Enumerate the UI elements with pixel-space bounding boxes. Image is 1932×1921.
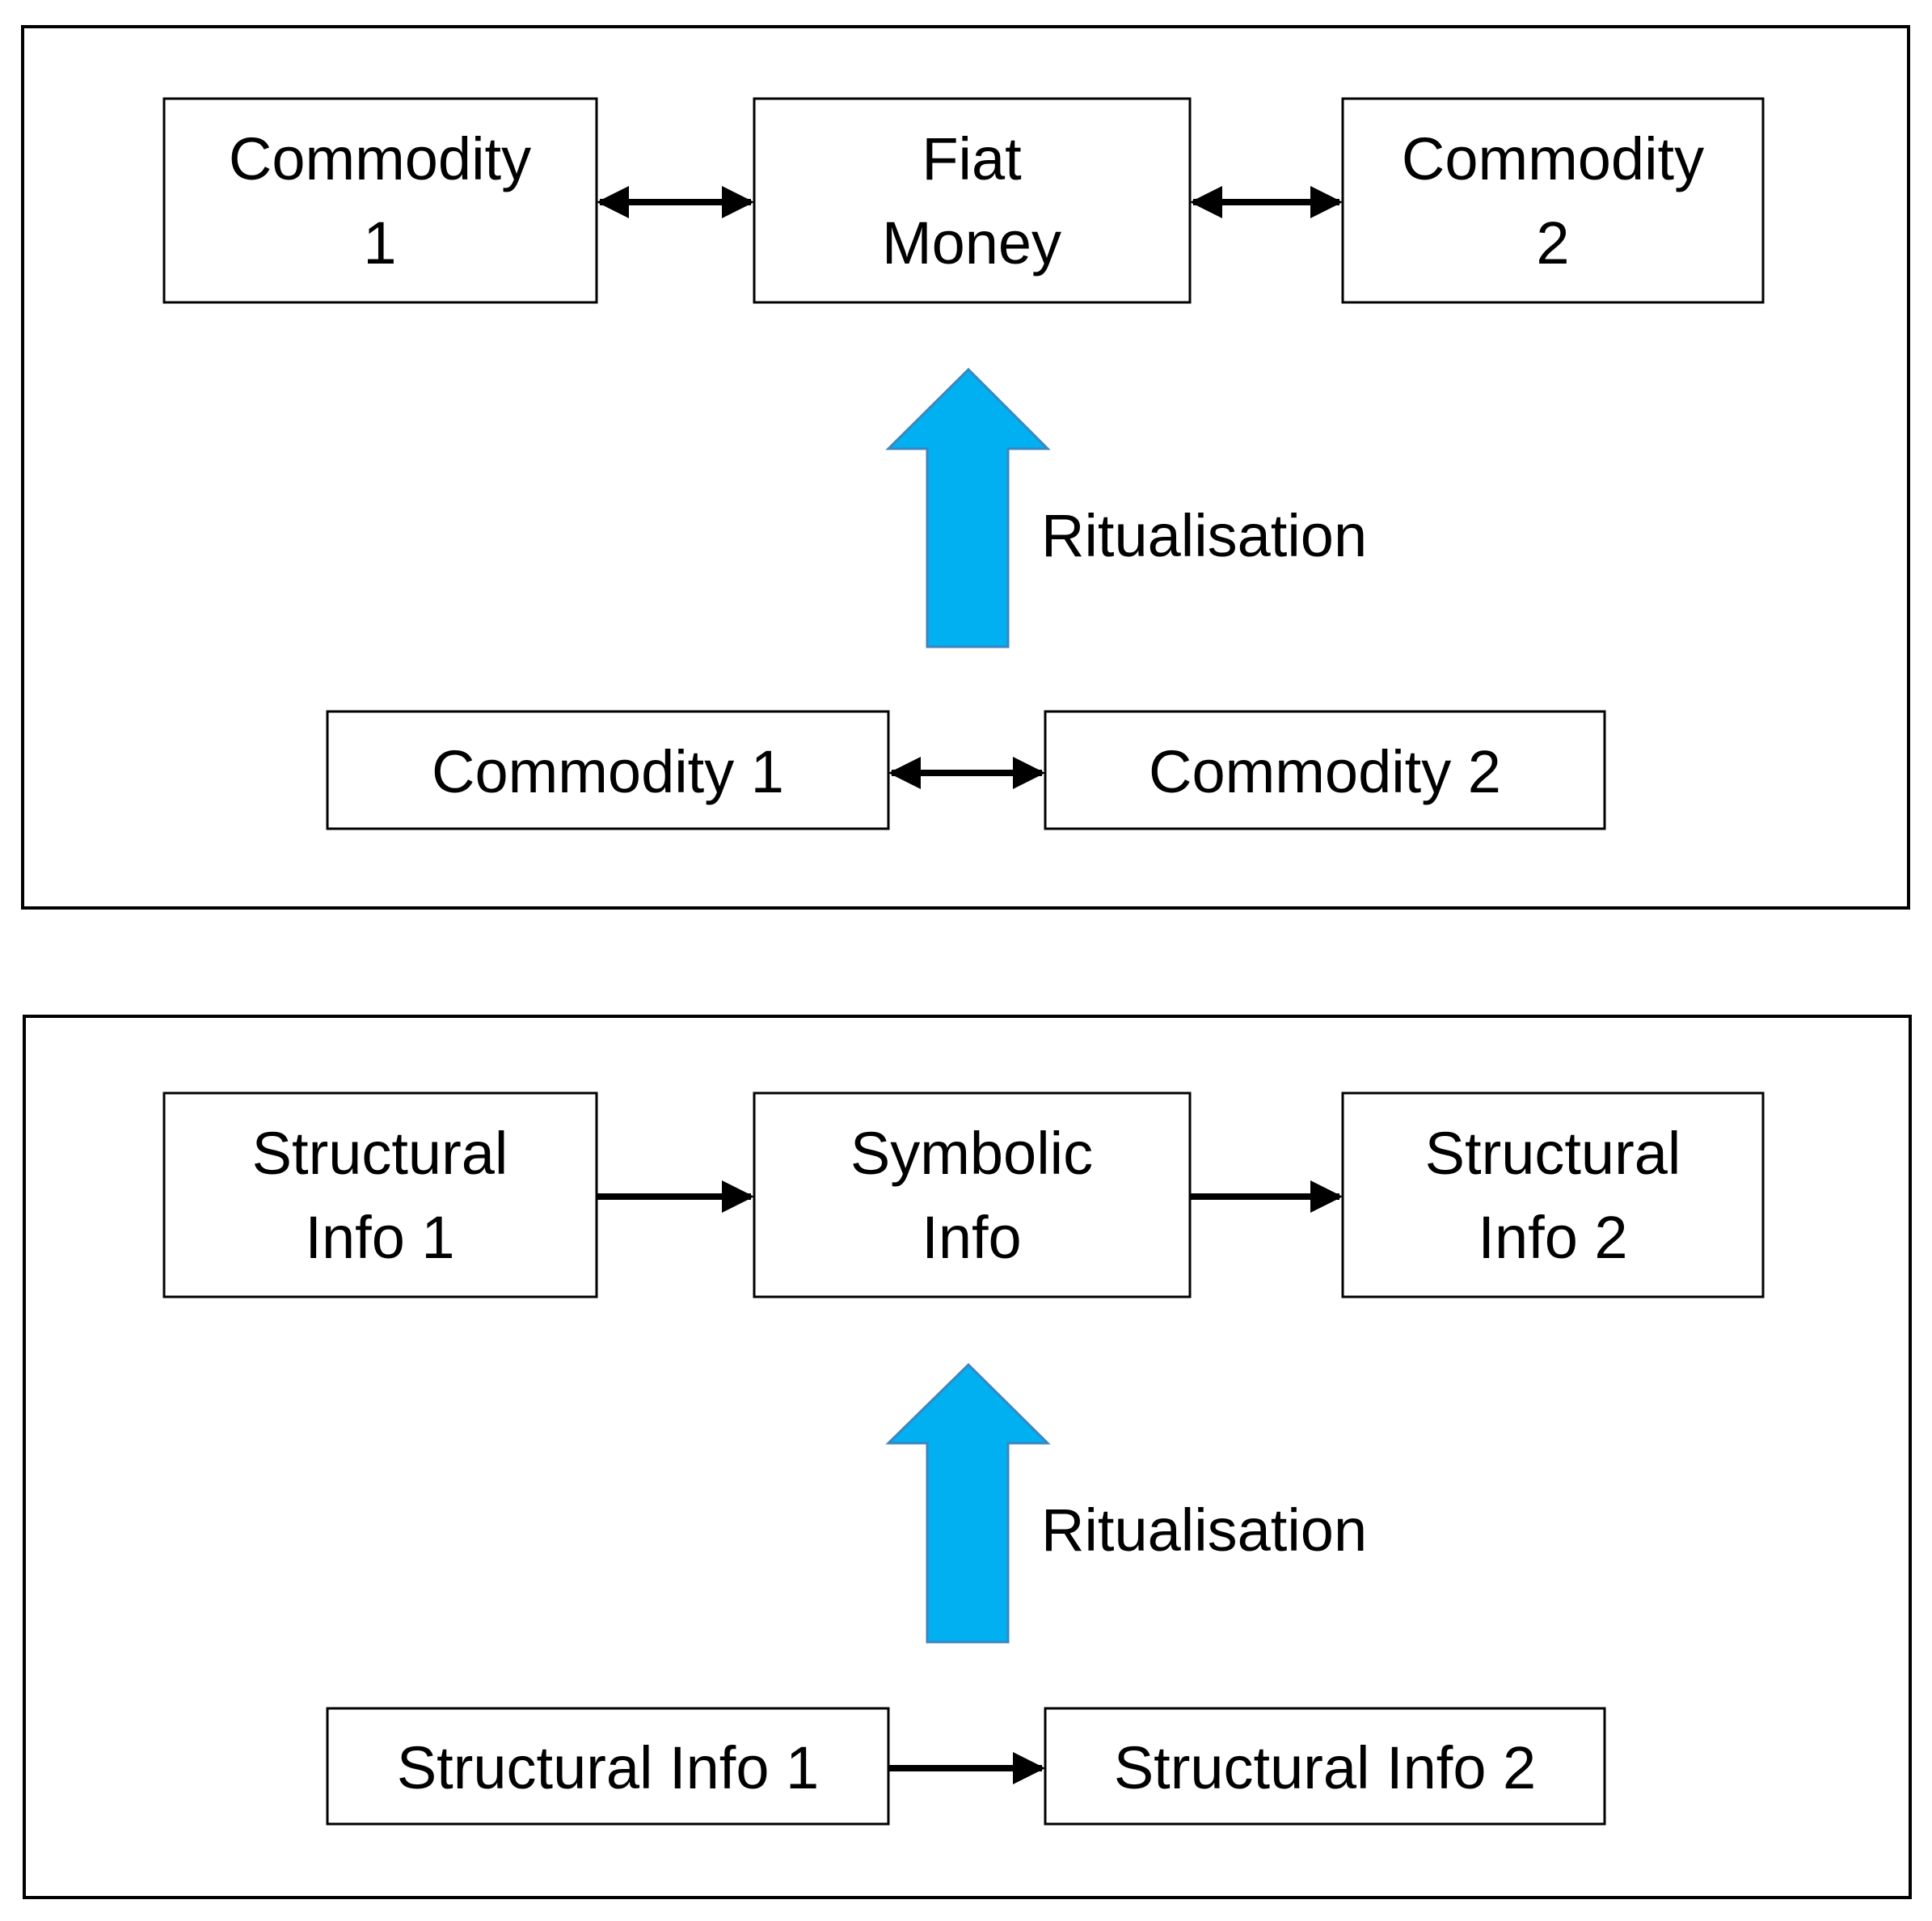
panel-money: Commodity 1 Fiat Money Commodity 2 Ritua… [21,25,1910,910]
ritualisation-label: Ritualisation [1041,1497,1367,1564]
box-commodity-2-bottom: Commodity 2 [1044,710,1606,830]
panel-frame [23,1015,1912,1899]
box-label-line-1: Structural [252,1120,508,1187]
box-label-line-2: Info 1 [305,1204,454,1271]
box-label: Structural Info 1 [397,1734,819,1801]
box-label-line-2: Info 2 [1478,1204,1627,1271]
box-symbolic-info: Symbolic Info [753,1091,1192,1298]
box-label-line-2: Money [882,209,1061,277]
box-label: Commodity 2 [1149,738,1501,805]
box-label-line-2: Info [922,1204,1021,1271]
box-commodity-2-top: Commodity 2 [1341,97,1765,304]
box-label-line-1: Fiat [922,125,1022,192]
ritualisation-label: Ritualisation [1041,502,1367,569]
box-label-line-2: 1 [363,209,396,277]
box-label: Structural Info 2 [1114,1734,1536,1801]
box-structural-info-1-bottom: Structural Info 1 [326,1707,890,1826]
box-structural-info-2-bottom: Structural Info 2 [1044,1707,1606,1826]
box-commodity-1-top: Commodity 1 [162,97,598,304]
panel-information: Structural Info 1 Symbolic Info Structur… [23,1015,1912,1899]
box-label-line-1: Structural [1425,1120,1681,1187]
box-structural-info-2-top: Structural Info 2 [1341,1091,1765,1298]
box-fiat-money: Fiat Money [753,97,1192,304]
panel-frame [21,25,1910,910]
box-label-line-2: 2 [1536,209,1569,277]
box-label-line-1: Symbolic [850,1120,1093,1187]
box-structural-info-1-top: Structural Info 1 [162,1091,598,1298]
ritualisation-up-arrow [885,1362,1051,1644]
box-label-line-1: Commodity [1402,125,1704,192]
box-label: Commodity 1 [432,738,784,805]
box-commodity-1-bottom: Commodity 1 [326,710,890,830]
box-label-line-1: Commodity [229,125,531,192]
ritualisation-up-arrow [885,367,1051,648]
